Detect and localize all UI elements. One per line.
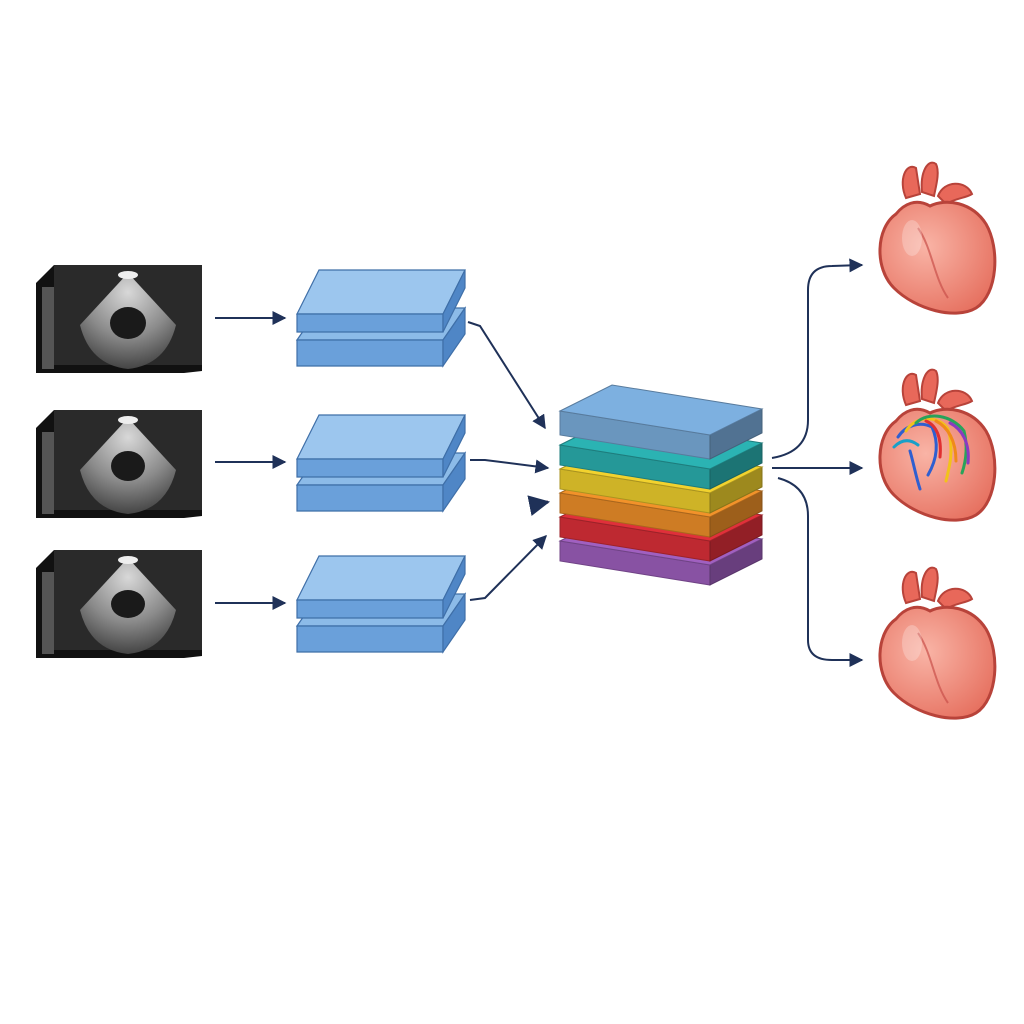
heart-icon (878, 161, 997, 315)
input-volume-2 (36, 410, 202, 518)
arrow-encoder-1-to-fusion (467, 321, 546, 430)
encoder-block-1 (295, 269, 467, 368)
output-heart-2 (878, 368, 997, 522)
encoder-block-2 (295, 414, 467, 513)
encoder-block-3 (295, 555, 467, 654)
arrow-fusion-to-output-3 (777, 477, 864, 667)
arrow-encoder-2-to-fusion (470, 459, 550, 474)
heart-icon (878, 566, 997, 720)
small-arrow-fusion-input (527, 495, 551, 517)
fiber-overlay (892, 414, 970, 491)
input-volume-3 (36, 550, 202, 658)
arrow-encoder-3-to-fusion (469, 535, 547, 601)
fusion-layer-stack (558, 384, 764, 586)
output-heart-1 (878, 161, 997, 315)
arrow-fusion-to-output-1 (771, 258, 864, 459)
input-volume-1 (36, 265, 202, 373)
fusion-layer-1 (558, 384, 764, 460)
heart-icon (878, 368, 997, 522)
output-heart-3 (878, 566, 997, 720)
